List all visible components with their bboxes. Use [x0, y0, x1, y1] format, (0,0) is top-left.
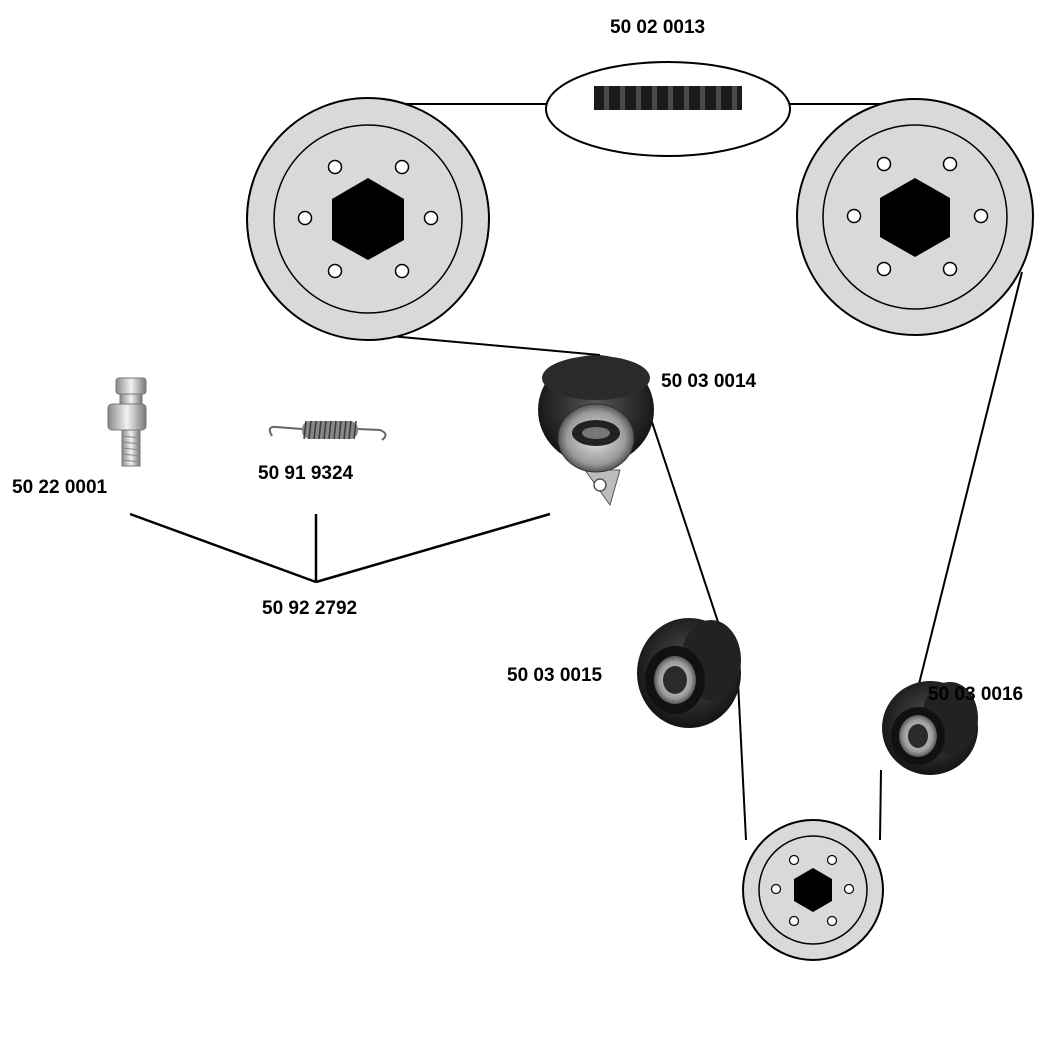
kit-part-number: 50 92 2792 — [262, 598, 358, 619]
timing-belt — [370, 103, 1023, 841]
camshaft-pulley-right — [796, 98, 1034, 336]
belt-part-number: 50 02 0013 — [610, 17, 706, 38]
idler-pulley-left — [637, 618, 741, 728]
idler-right-part-number: 50 03 0016 — [928, 684, 1024, 705]
kit-bracket — [129, 512, 551, 584]
bolt-part-number: 50 22 0001 — [12, 477, 108, 498]
tensioner-pulley — [538, 355, 654, 507]
camshaft-pulley-left — [246, 97, 490, 341]
idler-left-part-number: 50 03 0015 — [507, 665, 603, 686]
belt-segment-image — [594, 86, 742, 110]
spring-part-number: 50 91 9324 — [258, 463, 354, 484]
crankshaft-pulley — [742, 819, 884, 961]
idler-pulley-right — [882, 681, 978, 775]
tensioner-part-number: 50 03 0014 — [661, 371, 757, 392]
spring-image — [268, 420, 387, 441]
belt-callout — [545, 61, 791, 157]
bolt-image — [107, 377, 147, 467]
